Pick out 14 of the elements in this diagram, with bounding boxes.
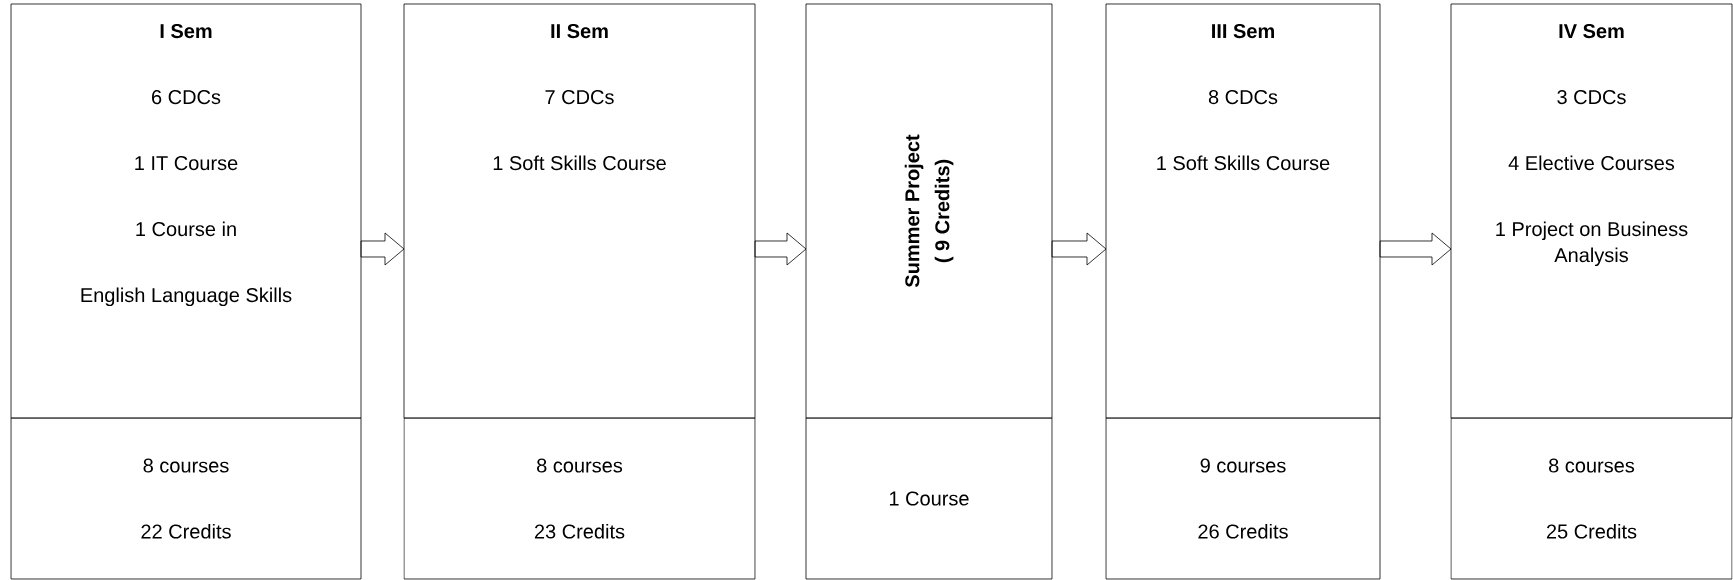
semester-box: Summer Project ( 9 Credits)	[805, 3, 1053, 419]
semester-box: I Sem 6 CDCs 1 IT Course 1 Course in English Language Skills	[10, 3, 362, 419]
summary-box: 8 courses 23 Credits	[403, 417, 756, 580]
summary-box: 8 courses 25 Credits	[1450, 417, 1733, 580]
summary-box: 8 courses 22 Credits	[10, 417, 362, 580]
summary-box: 9 courses 26 Credits	[1105, 417, 1381, 580]
block-arrow	[1051, 232, 1107, 266]
summary-box: 1 Course	[805, 417, 1053, 580]
semester-box: IV Sem 3 CDCs 4 Elective Courses 1 Project on Business Analysis	[1450, 3, 1733, 419]
semester-box: II Sem 7 CDCs 1 Soft Skills Course	[403, 3, 756, 419]
block-arrow	[360, 232, 405, 266]
block-arrow	[1379, 232, 1452, 266]
block-arrow	[754, 232, 807, 266]
semester-box: III Sem 8 CDCs 1 Soft Skills Course	[1105, 3, 1381, 419]
